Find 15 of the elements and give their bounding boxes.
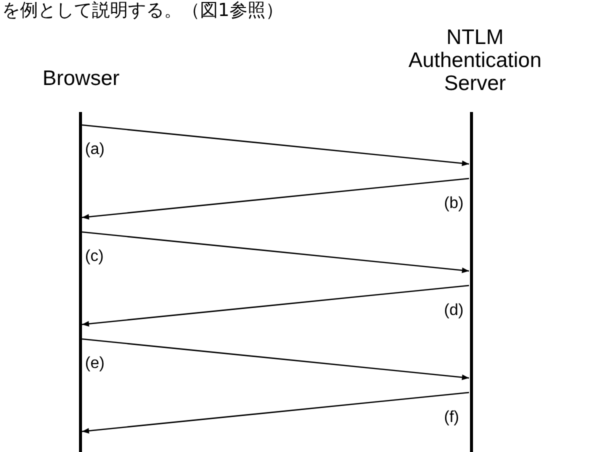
edge-label: (d): [443, 302, 465, 320]
message-arrow: [82, 338, 470, 380]
message-arrow: [82, 284, 470, 327]
message-arrow: [82, 231, 470, 274]
edge-label: (a): [84, 141, 106, 159]
edge-label: (e): [84, 355, 106, 373]
message-arrow: [82, 124, 470, 166]
participant-label: NTLM Authentication Server: [407, 26, 543, 95]
edge-label: (c): [84, 248, 105, 266]
message-arrow: [82, 178, 470, 220]
message-arrow: [82, 392, 470, 434]
participant-label: Browser: [41, 67, 121, 90]
edge-label: (b): [443, 194, 465, 212]
edge-label: (f): [443, 408, 460, 426]
caption-text: を例として説明する。（図1参照）: [2, 0, 284, 22]
